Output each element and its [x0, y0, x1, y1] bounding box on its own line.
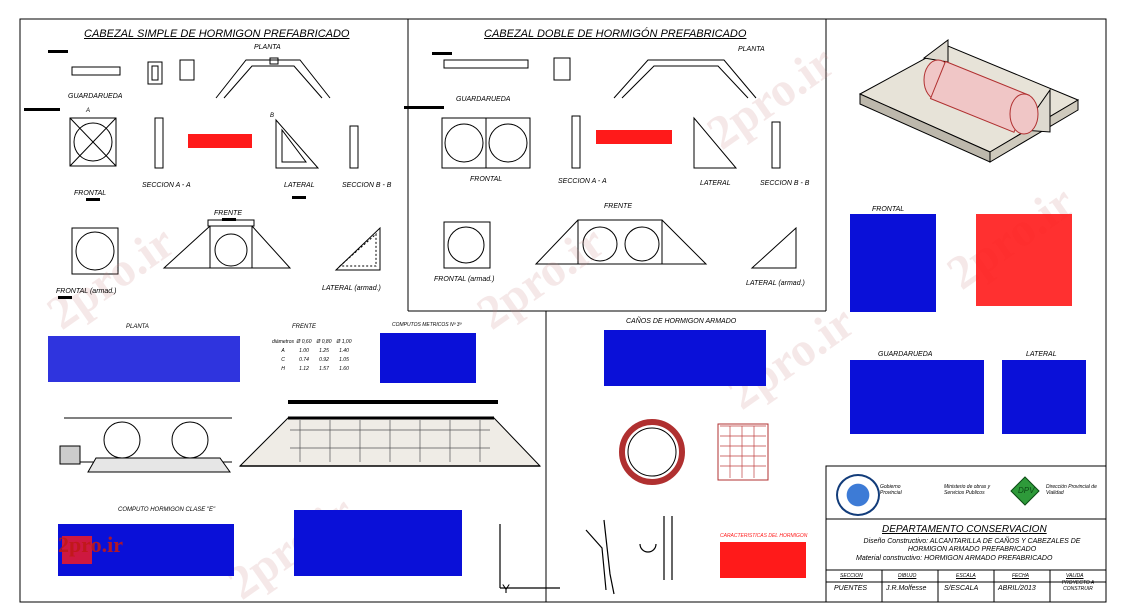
departamento-title: DEPARTAMENTO CONSERVACION [882, 524, 1047, 535]
note-red [188, 134, 252, 148]
guardarueda-table [850, 360, 984, 434]
dpv-diamond-icon [1010, 476, 1040, 506]
gobierno-text: Gobierno Provincial [880, 484, 902, 496]
label-seccion-a: SECCION A - A [142, 182, 191, 189]
marker-b: B [270, 113, 275, 119]
computo-clase-title: COMPUTO HORMIGON CLASE "E" [118, 507, 216, 513]
label-seccion-b: SECCION B - B [342, 182, 392, 189]
label-guardarueda: GUARDARUEDA [878, 351, 933, 358]
label-frente: FRENTE [604, 203, 632, 210]
label-tag [432, 52, 452, 55]
label-tag [58, 296, 72, 299]
label-lateral: LATERAL [284, 182, 315, 189]
lateral-table [1002, 360, 1086, 434]
label-lateral: LATERAL [700, 180, 731, 187]
tb-escala: S/ESCALA [944, 585, 979, 592]
diseno-text: Diseño Constructivo: ALCANTARILLA DE CAÑ… [863, 538, 1081, 553]
label-planta: PLANTA [738, 46, 765, 53]
label-tag [24, 108, 60, 111]
label-lateral: LATERAL [1026, 351, 1057, 358]
label-guardarueda: GUARDARUEDA [456, 96, 511, 103]
tb-header-valida: VALIDA [1066, 573, 1084, 579]
computo-summary-table [294, 510, 462, 576]
planta-table [48, 336, 240, 382]
label-tag [288, 400, 498, 404]
tb-header-dibujo: DIBUJO [898, 573, 917, 579]
label-tag [86, 198, 100, 201]
axis-y-label: Y [502, 582, 511, 596]
note-red [596, 130, 672, 144]
tb-dibujo: J.R.Molfesse [886, 585, 927, 592]
label-lateral-armad: LATERAL (armad.) [322, 285, 381, 292]
material-text: Material constructivo: HORMIGON ARMADO P… [856, 555, 1053, 562]
frontal-table [850, 214, 936, 312]
label-tag [222, 218, 236, 221]
label-planta: PLANTA [126, 324, 149, 330]
label-frontal-armad: FRONTAL (armad.) [434, 276, 495, 283]
label-frontal: FRONTAL [872, 206, 905, 213]
label-frontal-armad: FRONTAL (armad.) [56, 288, 117, 295]
doble-title: CABEZAL DOBLE DE HORMIGÓN PREFABRICADO [484, 28, 747, 40]
label-guardarueda: GUARDARUEDA [68, 93, 123, 100]
dpv-logo: DPV [1010, 476, 1040, 506]
tb-header-fecha: FECHA [1012, 573, 1029, 579]
tb-seccion: PUENTES [834, 585, 868, 592]
label-frente: FRENTE [292, 324, 316, 330]
tb-fecha: ABRIL/2013 [998, 585, 1036, 592]
label-tag [48, 50, 68, 53]
canos-title: CAÑOS DE HORMIGON ARMADO [626, 318, 737, 325]
tb-header-seccion: SECCION [840, 573, 863, 579]
tb-header-escala: ESCALA [956, 573, 976, 579]
canos-table [604, 330, 766, 386]
label-seccion-a: SECCION A - A [558, 178, 607, 185]
caracteristicas-title: CARACTERISTICAS DEL HORMIGON [720, 533, 808, 539]
gobierno-logo [836, 474, 880, 516]
computos-metricos-title: COMPUTOS METRICOS Nº 3º [392, 322, 462, 328]
label-seccion-b: SECCION B - B [760, 180, 810, 187]
direccion-text: Dirección Provincial de Vialidad [1046, 484, 1097, 496]
marker-a: A [86, 108, 91, 114]
note-red [976, 214, 1072, 306]
label-frontal: FRONTAL [74, 190, 107, 197]
computos-table [380, 333, 476, 383]
tb-valida: PROYECTO A CONSTRUIR [1061, 580, 1095, 592]
note-red [720, 542, 806, 578]
label-planta: PLANTA [254, 44, 281, 51]
label-tag [404, 106, 444, 109]
label-tag [292, 196, 306, 199]
label-frente: FRENTE [214, 210, 242, 217]
ministerio-text: Ministerio de obras y Servicios Publicos [944, 484, 991, 496]
note-red [62, 536, 92, 564]
label-frontal: FRONTAL [470, 176, 503, 183]
corner-watermark-logo: 2pro.ir [58, 532, 123, 557]
simple-title: CABEZAL SIMPLE DE HORMIGON PREFABRICADO [84, 28, 350, 40]
label-lateral-armad: LATERAL (armad.) [746, 280, 805, 287]
